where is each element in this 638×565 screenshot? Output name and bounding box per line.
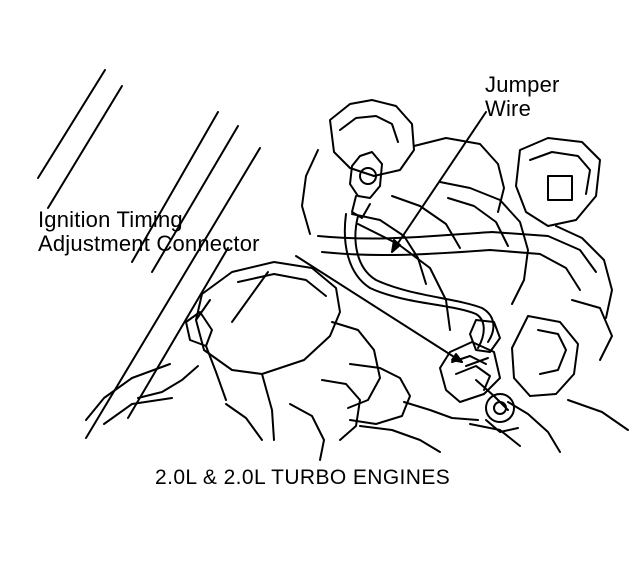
jumper-wire bbox=[343, 151, 501, 353]
ignition-connector-label-line1: Ignition Timing bbox=[38, 207, 183, 232]
jumper-wire-leader bbox=[391, 111, 487, 253]
ignition-connector-label: Ignition Timing Adjustment Connector bbox=[38, 208, 260, 256]
figure-caption: 2.0L & 2.0L TURBO ENGINES bbox=[155, 466, 451, 489]
relay-box bbox=[85, 261, 341, 441]
ignition-connector-leader bbox=[295, 255, 463, 363]
jumper-wire-label-line2: Wire bbox=[485, 96, 532, 121]
ignition-connector-label-line2: Adjustment Connector bbox=[38, 231, 260, 256]
right-connector-block bbox=[507, 137, 629, 453]
jumper-wire-label-line1: Jumper bbox=[485, 72, 560, 97]
lower-engine bbox=[225, 321, 521, 461]
jumper-wire-label: Jumper Wire bbox=[485, 73, 560, 121]
engine-block bbox=[301, 99, 529, 331]
leader-lines bbox=[295, 111, 487, 363]
